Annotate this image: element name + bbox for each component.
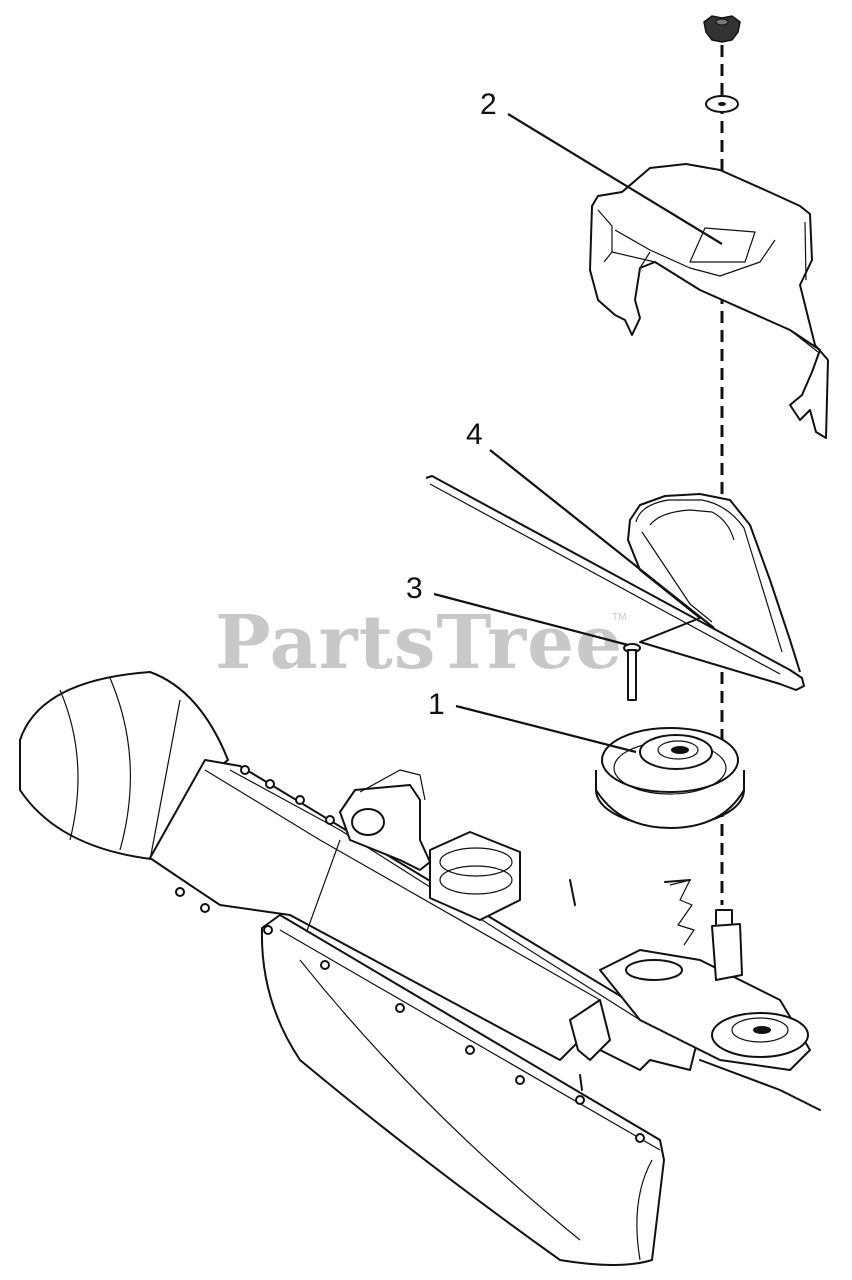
knob-nut-icon <box>703 15 741 43</box>
callout-label-4: 4 <box>466 418 483 451</box>
callout-3: 3 <box>406 572 629 647</box>
callout-4: 4 <box>466 418 715 629</box>
watermark: PartsTree TM <box>215 600 626 686</box>
callout-2: 2 <box>480 88 723 245</box>
callout-label-2: 2 <box>480 88 497 121</box>
rivets <box>175 765 645 1143</box>
v-belt <box>425 475 805 691</box>
watermark-trademark: TM <box>612 612 626 623</box>
callout-1: 1 <box>428 688 637 754</box>
watermark-text: PartsTree <box>215 600 623 686</box>
deck-chute-assembly <box>19 671 821 1266</box>
idler-pulley <box>595 727 745 829</box>
belt-cover-guard <box>589 163 829 439</box>
callout-label-1: 1 <box>428 688 445 721</box>
pin-part <box>623 643 641 701</box>
washer-icon <box>705 95 739 113</box>
callout-label-3: 3 <box>406 572 423 605</box>
